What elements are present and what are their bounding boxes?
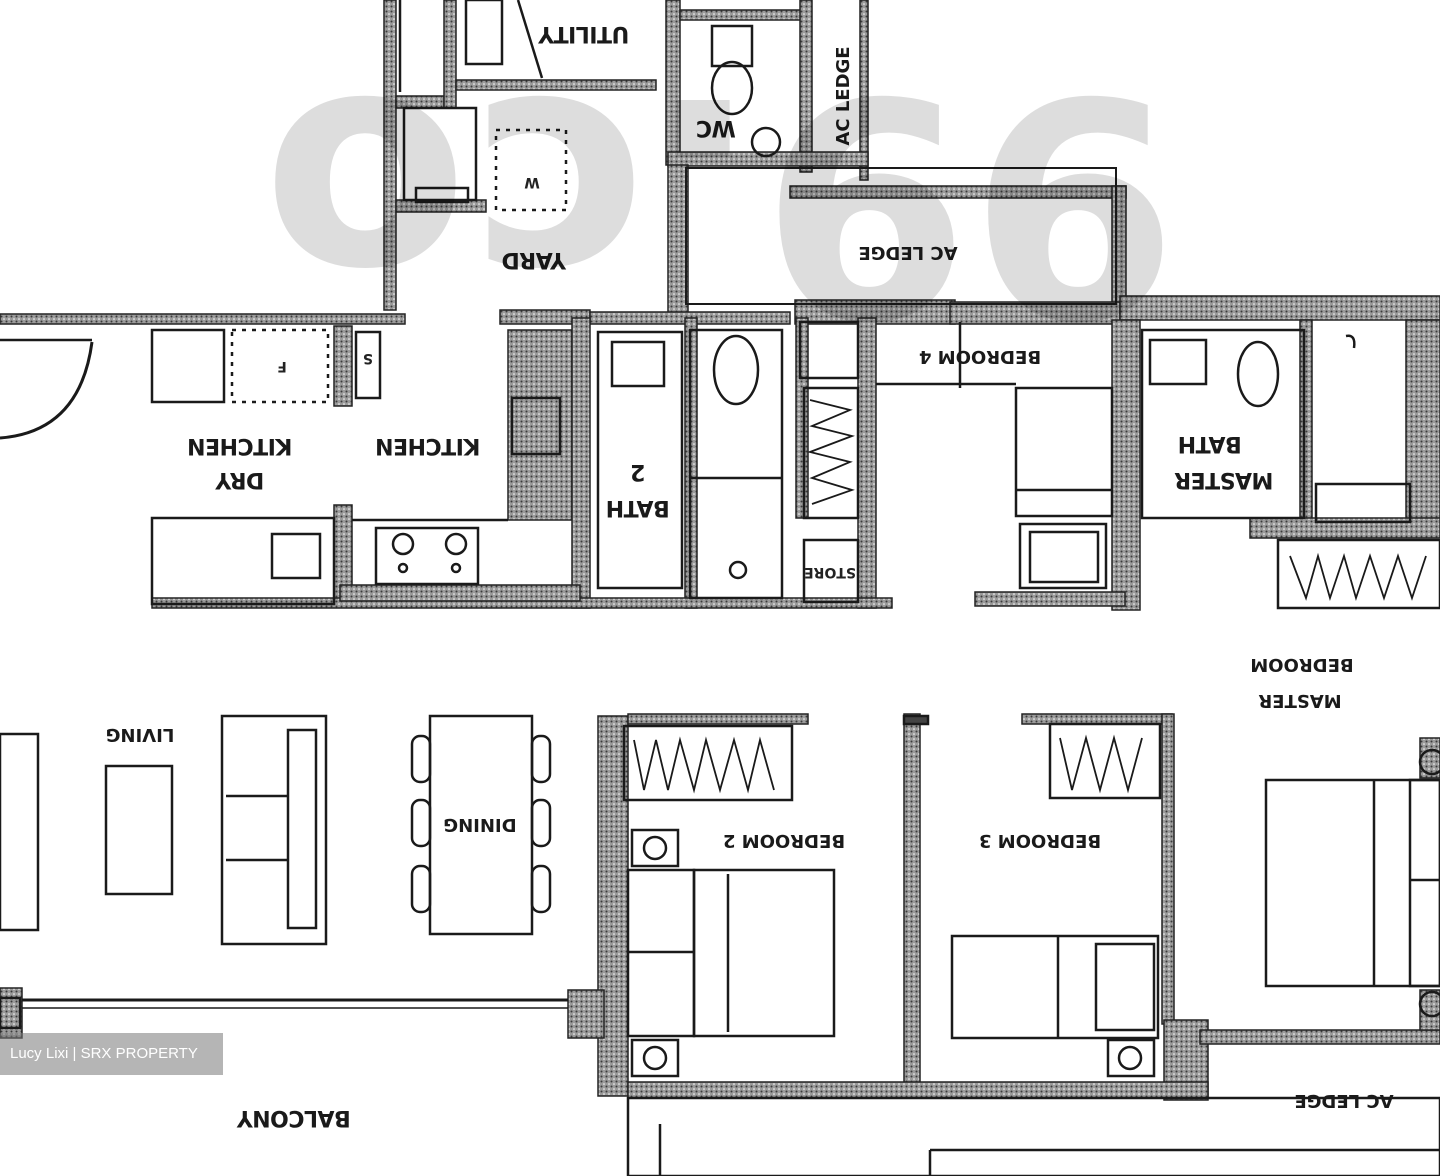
label-bath2-1: BATH — [606, 495, 670, 520]
room-labels: UTILITY WC AC LEDGE YARD AC LEDGE DRY KI… — [106, 21, 1394, 1130]
label-dining: DINING — [443, 814, 516, 835]
label-master-bedroom-1: MASTER — [1258, 690, 1341, 711]
label-shelf: S — [363, 350, 373, 366]
label-bedroom2: BEDROOM 2 — [723, 830, 845, 851]
label-ac-ledge-top: AC LEDGE — [833, 46, 854, 145]
label-store: STORE — [804, 564, 856, 580]
label-ac-ledge-mid: AC LEDGE — [858, 242, 957, 263]
label-yard: YARD — [502, 247, 567, 272]
label-balcony: BALCONY — [236, 1105, 351, 1130]
walls — [0, 0, 1440, 1101]
label-kitchen: KITCHEN — [376, 433, 481, 458]
label-utility: UTILITY — [537, 21, 629, 46]
label-ac-ledge-bottom: AC LEDGE — [1294, 1090, 1393, 1111]
label-master-bath-2: BATH — [1178, 431, 1242, 456]
label-master-bath-1: MASTER — [1174, 467, 1273, 492]
label-dry-kitchen-2: KITCHEN — [188, 433, 293, 458]
label-wc: WC — [696, 115, 735, 140]
label-dry-kitchen-1: DRY — [214, 467, 264, 492]
label-bath2-2: 2 — [631, 459, 646, 484]
label-washer: W — [524, 174, 539, 190]
photo-credit: Lucy Lixi | SRX PROPERTY — [0, 1033, 223, 1075]
label-master-bedroom-2: BEDROOM — [1250, 654, 1353, 675]
label-bedroom4: BEDROOM 4 — [919, 346, 1041, 367]
label-living: LIVING — [106, 724, 175, 745]
label-fridge: F — [277, 358, 287, 374]
label-bedroom3: BEDROOM 3 — [979, 830, 1101, 851]
watermark: 99.co — [262, 29, 1177, 378]
